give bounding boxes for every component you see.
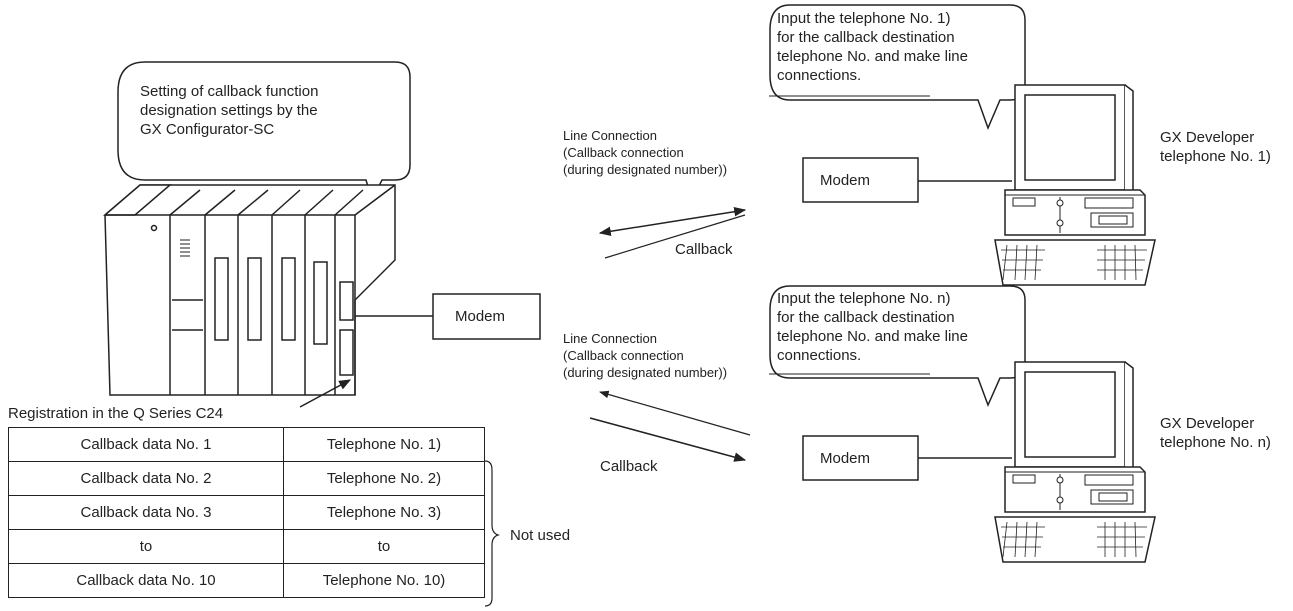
- callout-1-line-1: Input the telephone No. 1): [777, 10, 951, 27]
- line-connection-label-1: Line Connection (Callback connection (du…: [563, 127, 727, 178]
- modem-label-1: Modem: [820, 172, 871, 189]
- registration-title: Registration in the Q Series C24: [8, 405, 224, 422]
- callout-plc-line-3: GX Configurator-SC: [140, 121, 275, 138]
- table-row: to to: [8, 529, 485, 564]
- line-connection-1-line-3: (during designated number)): [563, 162, 728, 177]
- pc-label-1: GX Developer telephone No. 1): [1160, 128, 1271, 166]
- callout-1-line-2: for the callback destination: [777, 29, 955, 46]
- line-connection-1-line-2: (Callback connection: [563, 145, 684, 160]
- callback-data-cell: to: [8, 529, 284, 564]
- pc-2-telephone: telephone No. n): [1160, 434, 1271, 451]
- callback-label-2: Callback: [600, 458, 658, 475]
- table-row: Callback data No. 3 Telephone No. 3): [8, 495, 485, 530]
- pc-label-2: GX Developer telephone No. n): [1160, 414, 1271, 452]
- line-connection-arrow-1: [598, 206, 747, 237]
- callout-2-line-3: telephone No. and make line: [777, 328, 968, 345]
- callout-bubble-2: [769, 285, 1026, 407]
- telephone-cell: Telephone No. 10): [283, 563, 485, 598]
- line-connection-2-line-3: (during designated number)): [563, 365, 728, 380]
- callout-bubble-1: [769, 4, 1026, 131]
- callout-plc-line-2: designation settings by the: [140, 102, 318, 119]
- callout-2-line-1: Input the telephone No. n): [777, 290, 951, 307]
- pc-1: [994, 84, 1156, 286]
- modem-label-2: Modem: [820, 450, 871, 467]
- line-connection-label-2: Line Connection (Callback connection (du…: [563, 330, 727, 381]
- callback-data-cell: Callback data No. 2: [8, 461, 284, 496]
- pc-2: [994, 361, 1156, 563]
- callout-1-line-4: connections.: [777, 67, 862, 84]
- callout-1-text: Input the telephone No. 1) for the callb…: [777, 9, 968, 85]
- line-connection-1-line-1: Line Connection: [563, 128, 657, 143]
- line-connection-2-line-2: (Callback connection: [563, 348, 684, 363]
- callback-label-1: Callback: [675, 241, 733, 258]
- pc-1-telephone: telephone No. 1): [1160, 148, 1271, 165]
- pc-2-name: GX Developer: [1160, 415, 1255, 432]
- callback-arrow-1: [604, 214, 746, 259]
- table-row: Callback data No. 10 Telephone No. 10): [8, 563, 485, 598]
- telephone-cell: Telephone No. 2): [283, 461, 485, 496]
- callback-arrow-2: [589, 417, 747, 462]
- not-used-label: Not used: [510, 527, 571, 544]
- plc-modem-box: [432, 293, 541, 340]
- callout-plc-line-1: Setting of callback function: [140, 83, 319, 100]
- telephone-cell: Telephone No. 3): [283, 495, 485, 530]
- line-connection-2-line-1: Line Connection: [563, 331, 657, 346]
- callout-plc-text: Setting of callback function designation…: [140, 82, 318, 139]
- telephone-cell: Telephone No. 1): [283, 427, 485, 462]
- registration-pointer-arrow: [299, 379, 352, 408]
- table-row: Callback data No. 2 Telephone No. 2): [8, 461, 485, 496]
- plc-modem-label: Modem: [455, 308, 506, 325]
- modem-box-1: [802, 157, 919, 203]
- telephone-cell: to: [283, 529, 485, 564]
- table-row: Callback data No. 1 Telephone No. 1): [8, 427, 485, 462]
- callback-data-cell: Callback data No. 10: [8, 563, 284, 598]
- callback-data-cell: Callback data No. 1: [8, 427, 284, 462]
- pc-1-name: GX Developer: [1160, 129, 1255, 146]
- modem-box-2: [802, 435, 919, 481]
- callout-2-line-4: connections.: [777, 347, 862, 364]
- line-connection-arrow-2: [599, 390, 751, 436]
- plc-rack: [102, 184, 396, 396]
- callout-2-line-2: for the callback destination: [777, 309, 955, 326]
- callback-data-cell: Callback data No. 3: [8, 495, 284, 530]
- callout-2-text: Input the telephone No. n) for the callb…: [777, 289, 968, 365]
- not-used-brace: [484, 460, 500, 607]
- callout-1-line-3: telephone No. and make line: [777, 48, 968, 65]
- registration-table: Callback data No. 1 Telephone No. 1) Cal…: [8, 427, 485, 598]
